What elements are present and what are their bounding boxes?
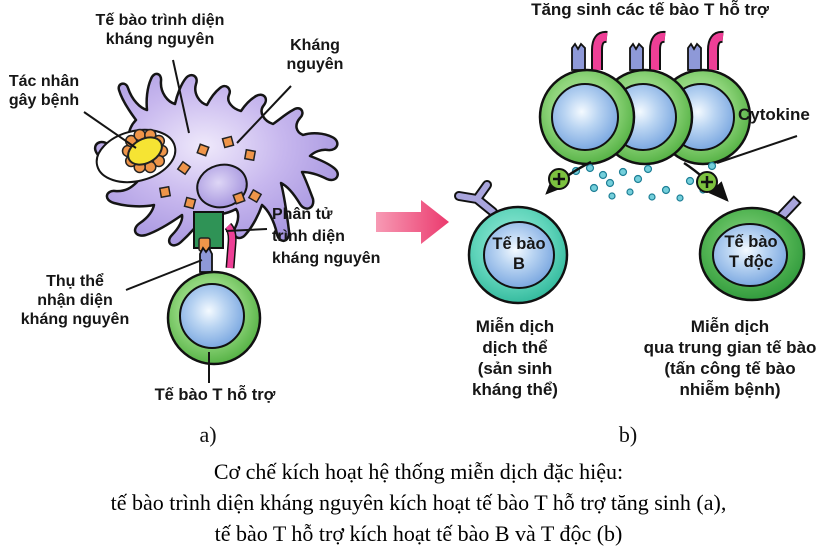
b-cell-label: Tế bào B [492, 235, 546, 273]
label-antigen-presenting-cell: Tế bào trình diện kháng nguyên [95, 12, 225, 48]
cytotoxic-t-cell-label: Tế bào T độc [724, 233, 778, 271]
costimulatory-ribbon [224, 222, 237, 269]
helper-t-cell [166, 270, 262, 366]
antigen-fragments [158, 135, 263, 210]
panel-b-tag: b) [618, 422, 638, 447]
tcr-receptor [199, 246, 213, 273]
label-antigen: Kháng nguyên [286, 37, 344, 73]
label-cell-mediated-immunity: Miễn dịch qua trung gian tế bào (tấn côn… [643, 317, 817, 399]
stimulation-plus-left [548, 168, 570, 190]
label-pathogen: Tác nhân gây bệnh [8, 73, 80, 109]
b-cell [454, 180, 569, 305]
figure-caption: Cơ chế kích hoạt hệ thống miễn dịch đặc … [0, 456, 837, 549]
cytokine-pointer-line [716, 135, 798, 164]
label-antigen-receptor: Thụ thể nhận diện kháng nguyên [20, 273, 130, 328]
caption-line-3: tế bào T hỗ trợ kích hoạt tế bào B và T … [214, 521, 623, 546]
caption-line-2: tế bào trình diện kháng nguyên kích hoạt… [110, 490, 727, 515]
pathogen [121, 128, 169, 174]
stimulation-plus-right [696, 171, 718, 193]
cytotoxic-t-cell [698, 195, 806, 302]
label-mhc-molecule: Phân tử trình diện kháng nguyên [272, 206, 381, 267]
proliferating-helper-t-cells [538, 30, 752, 166]
caption-line-1: Cơ chế kích hoạt hệ thống miễn dịch đặc … [213, 459, 624, 484]
cytokine-dots [571, 161, 717, 202]
label-helper-t-cell: Tế bào T hỗ trợ [154, 386, 276, 404]
label-humoral-immunity: Miễn dịch dịch thể (sản sinh kháng thể) [472, 317, 558, 399]
mhc-molecule [193, 211, 224, 252]
panel-b-title: Tăng sinh các tế bào T hỗ trợ [531, 0, 769, 19]
label-cytokine: Cytokine [738, 105, 810, 124]
transition-arrow [376, 200, 449, 244]
panel-a-tag: a) [199, 422, 217, 447]
label-pointer-lines [83, 59, 292, 383]
